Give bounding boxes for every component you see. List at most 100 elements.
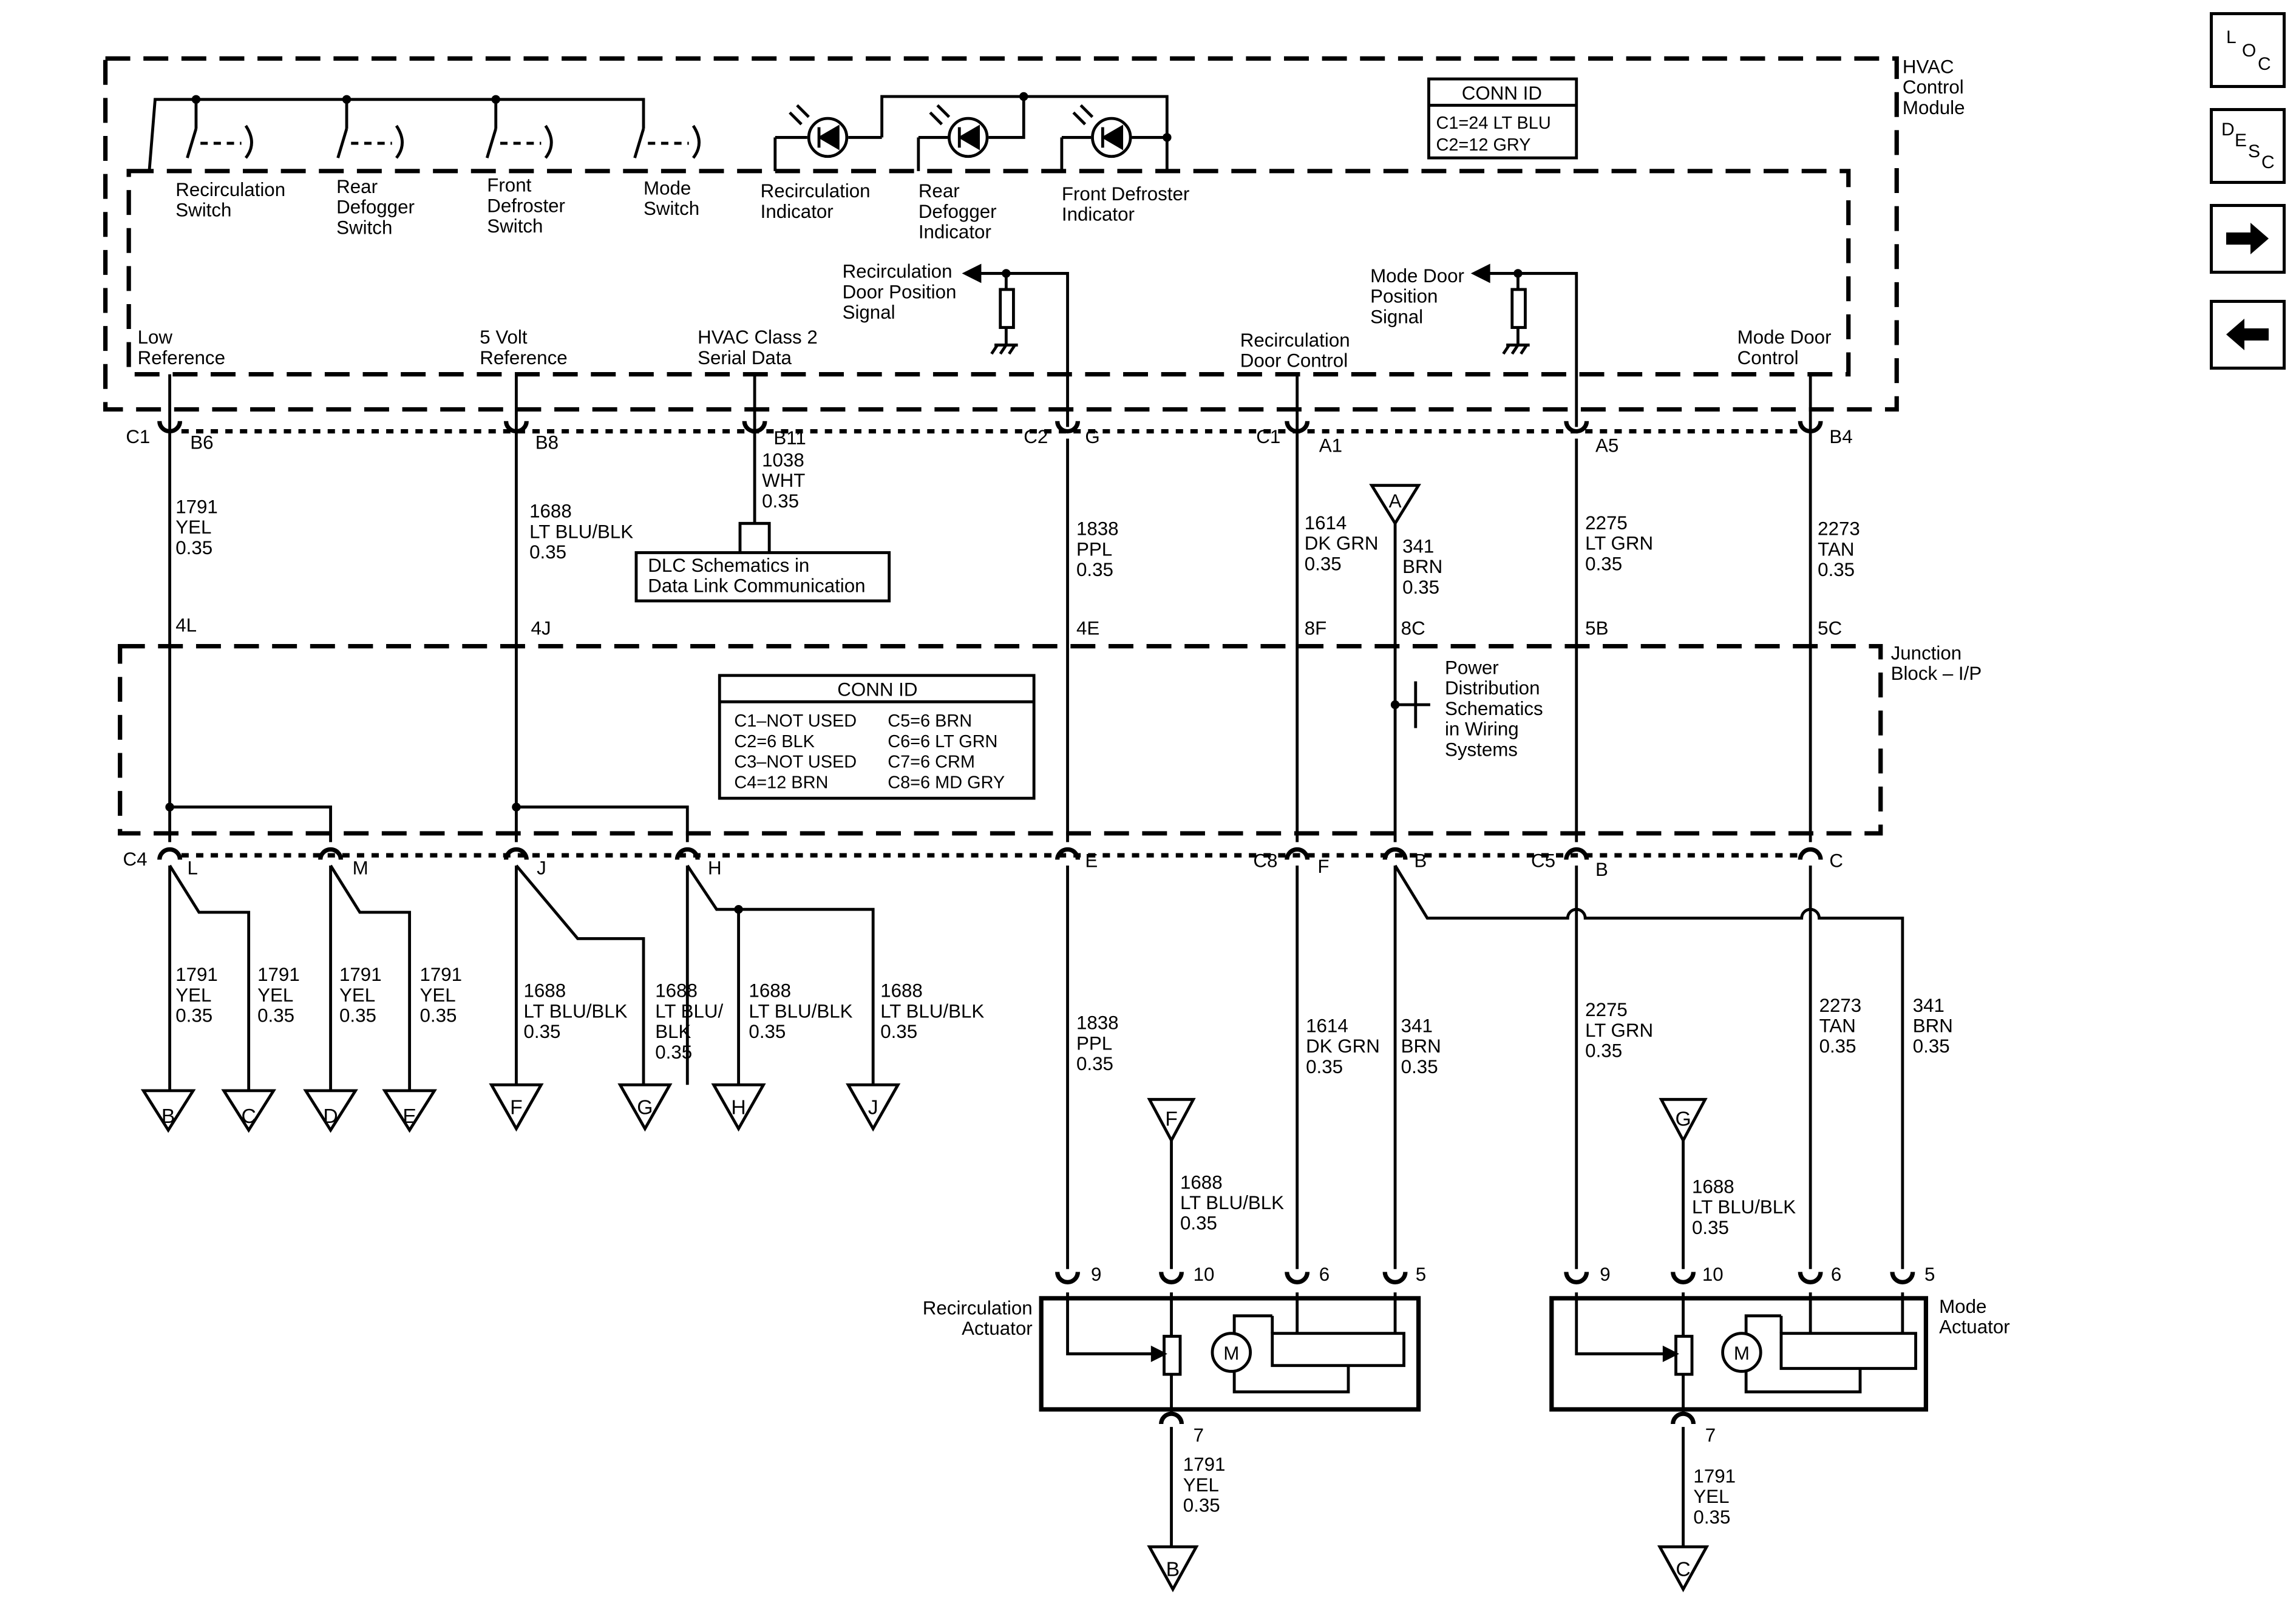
loc-letter-l: L bbox=[2226, 27, 2237, 47]
offpage-connector-F-in: F bbox=[1147, 1097, 1196, 1144]
top-connector-labels: C1 B6 B8 B11 C2 G C1 A1 A5 B4 bbox=[126, 426, 1852, 456]
recirc-position-signal bbox=[962, 263, 1069, 427]
offpage-connector-B: B bbox=[140, 1089, 196, 1133]
svg-text:M: M bbox=[1734, 1343, 1750, 1364]
offpage-connector-E: E bbox=[382, 1089, 437, 1133]
svg-text:B: B bbox=[161, 1105, 175, 1128]
arrow-left-icon bbox=[2226, 319, 2269, 350]
offpage-connector-B-ground: B bbox=[1147, 1545, 1199, 1593]
svg-text:C4: C4 bbox=[123, 849, 148, 870]
svg-text:CONN ID: CONN ID bbox=[837, 679, 917, 700]
svg-text:J: J bbox=[537, 857, 546, 878]
svg-text:C2: C2 bbox=[1024, 426, 1048, 447]
svg-text:6: 6 bbox=[1319, 1264, 1330, 1285]
actuator-pin-labels: 9 10 6 5 7 9 10 6 5 7 bbox=[1091, 1264, 1935, 1446]
svg-text:9: 9 bbox=[1091, 1264, 1101, 1285]
svg-text:C: C bbox=[1829, 850, 1843, 871]
svg-text:4L: 4L bbox=[175, 615, 197, 636]
svg-text:H: H bbox=[708, 857, 722, 878]
offpage-connector-C-ground: C bbox=[1657, 1545, 1710, 1593]
offpage-connector-F-out: F bbox=[489, 1083, 544, 1132]
offpage-connector-J: J bbox=[846, 1083, 901, 1132]
svg-text:10: 10 bbox=[1702, 1264, 1724, 1285]
svg-text:B4: B4 bbox=[1829, 426, 1852, 447]
svg-text:A5: A5 bbox=[1595, 435, 1618, 456]
svg-text:7: 7 bbox=[1194, 1425, 1204, 1446]
next-button[interactable] bbox=[2210, 204, 2286, 274]
svg-text:4J: 4J bbox=[531, 617, 551, 639]
svg-text:5B: 5B bbox=[1585, 617, 1608, 639]
arrow-right-icon bbox=[2226, 223, 2269, 254]
recirculation-indicator-led-icon bbox=[789, 104, 849, 158]
loc-letter-o: O bbox=[2242, 41, 2256, 61]
rear-defogger-switch-symbol bbox=[336, 124, 404, 159]
recirculation-switch-symbol bbox=[186, 124, 253, 159]
junction-cavity-labels: 4L 4J 4E 8F 8C 5B 5C bbox=[175, 615, 1842, 639]
offpage-connector-G-out: G bbox=[617, 1083, 673, 1132]
svg-text:5: 5 bbox=[1416, 1264, 1426, 1285]
svg-text:C: C bbox=[1676, 1558, 1690, 1581]
svg-text:F: F bbox=[1165, 1108, 1178, 1131]
svg-text:G: G bbox=[637, 1096, 653, 1119]
hvac-conn-c2: C2=12 GRY bbox=[1436, 135, 1531, 155]
svg-text:B: B bbox=[1166, 1558, 1180, 1581]
rear-defogger-indicator-led-icon bbox=[929, 104, 989, 158]
svg-text:J: J bbox=[868, 1096, 878, 1119]
svg-text:9: 9 bbox=[1600, 1264, 1610, 1285]
switch-bus bbox=[148, 98, 645, 172]
svg-text:L: L bbox=[187, 857, 197, 878]
desc-button[interactable]: D E S C bbox=[2210, 108, 2286, 184]
main-wires bbox=[168, 374, 1812, 842]
svg-text:C8: C8 bbox=[1253, 850, 1277, 871]
desc-letter-e: E bbox=[2235, 131, 2247, 151]
svg-text:10: 10 bbox=[1194, 1264, 1215, 1285]
loc-button[interactable]: L O C bbox=[2210, 12, 2286, 88]
offpage-connector-G-in: G bbox=[1659, 1097, 1708, 1144]
svg-text:A1: A1 bbox=[1319, 435, 1342, 456]
bottom-connector-labels: C4 L M J H E C8 F B C5 B C bbox=[123, 849, 1844, 880]
loc-letter-c: C bbox=[2258, 54, 2271, 74]
svg-text:D: D bbox=[323, 1105, 338, 1128]
offpage-connectors-bottom: B C D E F G H J F G B C bbox=[140, 1083, 1710, 1593]
svg-text:B: B bbox=[1595, 859, 1608, 880]
svg-text:5: 5 bbox=[1924, 1264, 1935, 1285]
svg-text:C5: C5 bbox=[1531, 850, 1555, 871]
svg-text:4E: 4E bbox=[1076, 617, 1099, 639]
previous-button[interactable] bbox=[2210, 300, 2286, 370]
